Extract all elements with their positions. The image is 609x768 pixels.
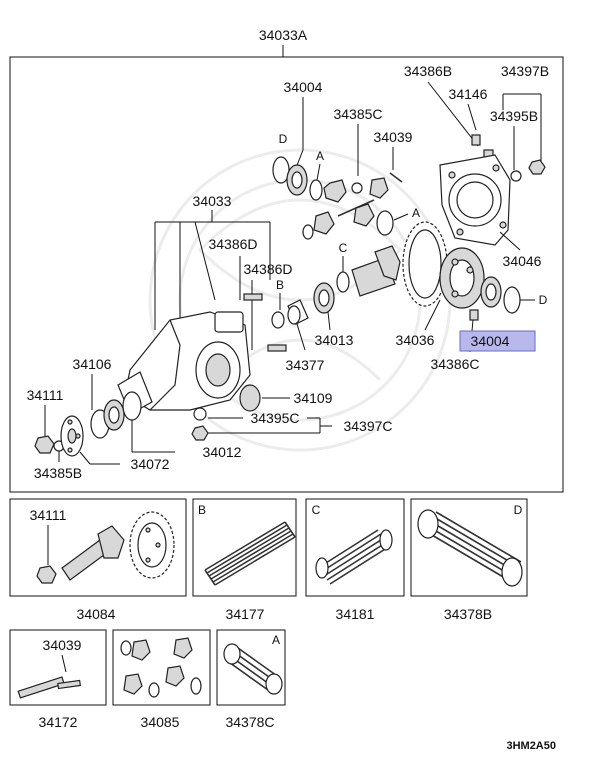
- label-34395b: 34395B: [490, 108, 538, 124]
- label-34004-highlighted[interactable]: 34004: [471, 333, 510, 349]
- box-34378c: [216, 629, 286, 706]
- label-34386d-2: 34386D: [243, 261, 292, 277]
- ring-gear: [402, 221, 448, 307]
- nut-34111: [34, 435, 55, 454]
- shim-set-34177: [204, 521, 296, 586]
- label-34146: 34146: [449, 86, 488, 102]
- gear-set-34085: [120, 637, 202, 698]
- main-assembly-frame: [9, 56, 564, 493]
- box-label-34181: 34181: [336, 606, 375, 622]
- letter-a-top: A: [316, 149, 324, 163]
- lock-pin-34039-box: [57, 679, 81, 690]
- letter-d-right: D: [539, 293, 548, 307]
- snap-ring-set-34378b: [417, 509, 523, 587]
- label-34106: 34106: [73, 356, 112, 372]
- nut-34397c: [191, 425, 209, 441]
- bolt-34386c: [469, 309, 479, 321]
- label-34072: 34072: [131, 456, 170, 472]
- shim-set-34181: [315, 529, 393, 585]
- companion-flange-34072: [60, 415, 84, 457]
- label-34385c: 34385C: [333, 106, 382, 122]
- box-label-34378b: 34378B: [444, 606, 492, 622]
- label-34109: 34109: [294, 390, 333, 406]
- pinion-shaft-34172: [17, 676, 65, 699]
- differential-case-34036: [439, 247, 485, 309]
- box-label-34172: 34172: [39, 714, 78, 730]
- washer-34395c: [193, 407, 207, 421]
- box-34172: [9, 629, 107, 706]
- label-34397b: 34397B: [501, 63, 549, 79]
- spacer-34377: [287, 299, 309, 325]
- thrust-washer-34385c: [351, 182, 363, 194]
- letter-b-box: B: [198, 503, 206, 517]
- shim-c: [336, 271, 350, 293]
- washer-a-top: [309, 179, 323, 201]
- assembly-label: 34033A: [259, 27, 308, 43]
- side-gear-left: [313, 211, 335, 235]
- label-34036: 34036: [396, 332, 435, 348]
- label-34386d-1: 34386D: [208, 236, 257, 252]
- washer-34395b: [510, 170, 522, 182]
- side-gear-top: [323, 179, 347, 203]
- label-34397c: 34397C: [343, 418, 392, 434]
- label-34013: 34013: [315, 332, 354, 348]
- letter-a-box: A: [272, 633, 280, 647]
- ring-gear-assy: [129, 511, 175, 579]
- pinion-gear-top-right: [369, 177, 389, 199]
- label-34012: 34012: [203, 444, 242, 460]
- side-gear-right: [353, 203, 375, 227]
- label-34377: 34377: [286, 357, 325, 373]
- label-34046: 34046: [503, 253, 542, 269]
- box-34085: [112, 629, 211, 706]
- washer-right-a: [376, 210, 394, 236]
- box-label-34378c: 34378C: [225, 714, 274, 730]
- box-nut-34111: [36, 565, 57, 584]
- letter-a-mid: A: [412, 206, 420, 220]
- letter-b-mid: B: [276, 278, 284, 292]
- washer-set-34378c: [223, 643, 283, 695]
- washer-b: [271, 311, 285, 329]
- label-34395c: 34395C: [250, 410, 299, 426]
- lock-pin-34039: [389, 172, 403, 183]
- label-34033: 34033: [193, 193, 232, 209]
- box-34084: [9, 498, 187, 597]
- label-34386b: 34386B: [404, 63, 452, 79]
- box-34378b: [410, 498, 528, 597]
- nut-34397b: [528, 159, 546, 175]
- box-label-34084: 34084: [77, 606, 116, 622]
- box-label-34111: 34111: [30, 507, 67, 523]
- label-34111-top: 34111: [27, 387, 64, 403]
- bolt-34386d-upper: [243, 293, 263, 301]
- oil-seal-34109: [239, 384, 261, 412]
- box-34177: [192, 498, 297, 597]
- bolt-34386d-lower: [267, 344, 287, 352]
- label-34386c: 34386C: [430, 356, 479, 372]
- letter-d-top: D: [279, 132, 288, 146]
- drive-pinion: [351, 245, 401, 297]
- highlight-box-34004[interactable]: [459, 330, 536, 352]
- breather-34146: [471, 134, 481, 146]
- box-label-34039: 34039: [43, 637, 82, 653]
- pinion-shaft-assy: [61, 525, 125, 581]
- box-34181: [305, 498, 405, 597]
- box-label-34085: 34085: [141, 714, 180, 730]
- washer-left: [302, 224, 314, 240]
- diagram-code: 3HM2A50: [506, 740, 556, 752]
- label-34385b: 34385B: [34, 465, 82, 481]
- label-34004-top: 34004: [284, 79, 323, 95]
- box-label-34177: 34177: [226, 606, 265, 622]
- spacer-front: [122, 391, 142, 421]
- letter-c-mid: C: [339, 241, 348, 255]
- snap-ring-d-right: [503, 286, 521, 314]
- letter-d-box: D: [514, 503, 523, 517]
- letter-c-box: C: [312, 503, 321, 517]
- label-34039-top: 34039: [374, 129, 413, 145]
- rear-cover-34046: [439, 154, 511, 246]
